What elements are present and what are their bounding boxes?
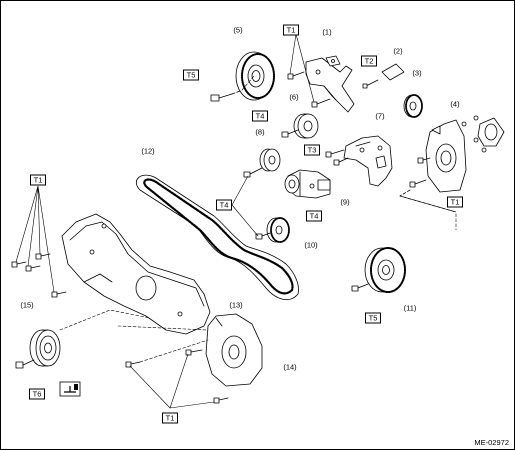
callout-15: (15) (20, 300, 34, 310)
torque-label-t1-left: T1 (30, 174, 46, 186)
callout-11: (11) (403, 303, 417, 313)
document-id: ME-02972 (474, 438, 509, 447)
tensioner-bracket (343, 135, 393, 187)
crankshaft-sprocket-small (403, 94, 423, 118)
torque-label-t4-left: T4 (216, 199, 232, 211)
bolt-t4-upper (281, 129, 299, 138)
belt-tensioner-assembly (284, 169, 331, 199)
callout-9: (9) (340, 197, 350, 207)
callout-3: (3) (412, 68, 422, 78)
bolt-upper-sprocket (210, 90, 241, 102)
callout-7: (7) (375, 111, 385, 121)
callout-1: (1) (322, 27, 332, 37)
torque-label-t6: T6 (29, 388, 45, 400)
crankshaft-sprocket-large (364, 247, 406, 293)
bolt-t1-left (11, 253, 67, 298)
callout-4: (4) (450, 99, 460, 109)
callout-6: (6) (289, 92, 299, 102)
torque-label-t1-top: T1 (283, 24, 299, 36)
idler-sprocket-lower (266, 217, 290, 243)
belt-cover-lower (205, 313, 263, 387)
bolt-t3 (325, 149, 349, 166)
torque-label-t1-bottom: T1 (162, 412, 178, 424)
tool-icon (59, 381, 81, 397)
belt-cover-bracket (305, 55, 355, 113)
idler-pulley-upper (293, 113, 319, 139)
belt-cover-plate (362, 63, 405, 89)
callout-2: (2) (393, 46, 403, 56)
callout-10: (10) (304, 240, 318, 250)
bolt-t1-upper (287, 71, 331, 108)
timing-belt (135, 174, 299, 301)
bolt-t5-lower (351, 283, 369, 292)
torque-label-t5-lower: T5 (365, 312, 381, 324)
callout-12: (12) (141, 146, 155, 156)
torque-label-t3: T3 (304, 144, 320, 156)
idler-pulley-middle (259, 148, 281, 172)
belt-cover-left (61, 213, 211, 335)
bolt-t1-lower (125, 349, 229, 404)
callout-13: (13) (229, 300, 243, 310)
torque-label-t4-upper: T4 (252, 110, 268, 122)
callout-14: (14) (283, 362, 297, 372)
torque-label-t4-lower: T4 (306, 210, 322, 222)
cam-sprocket-upper (235, 51, 275, 101)
torque-label-t1-right: T1 (447, 196, 463, 208)
torque-label-t2: T2 (361, 55, 377, 67)
bolt-t6 (15, 359, 35, 369)
callout-5: (5) (233, 25, 243, 35)
torque-label-t5-top: T5 (183, 69, 199, 81)
callout-8: (8) (255, 127, 265, 137)
belt-cover-right (425, 115, 505, 193)
crankshaft-pulley (29, 329, 61, 367)
bolt-t4-lower (243, 167, 271, 240)
